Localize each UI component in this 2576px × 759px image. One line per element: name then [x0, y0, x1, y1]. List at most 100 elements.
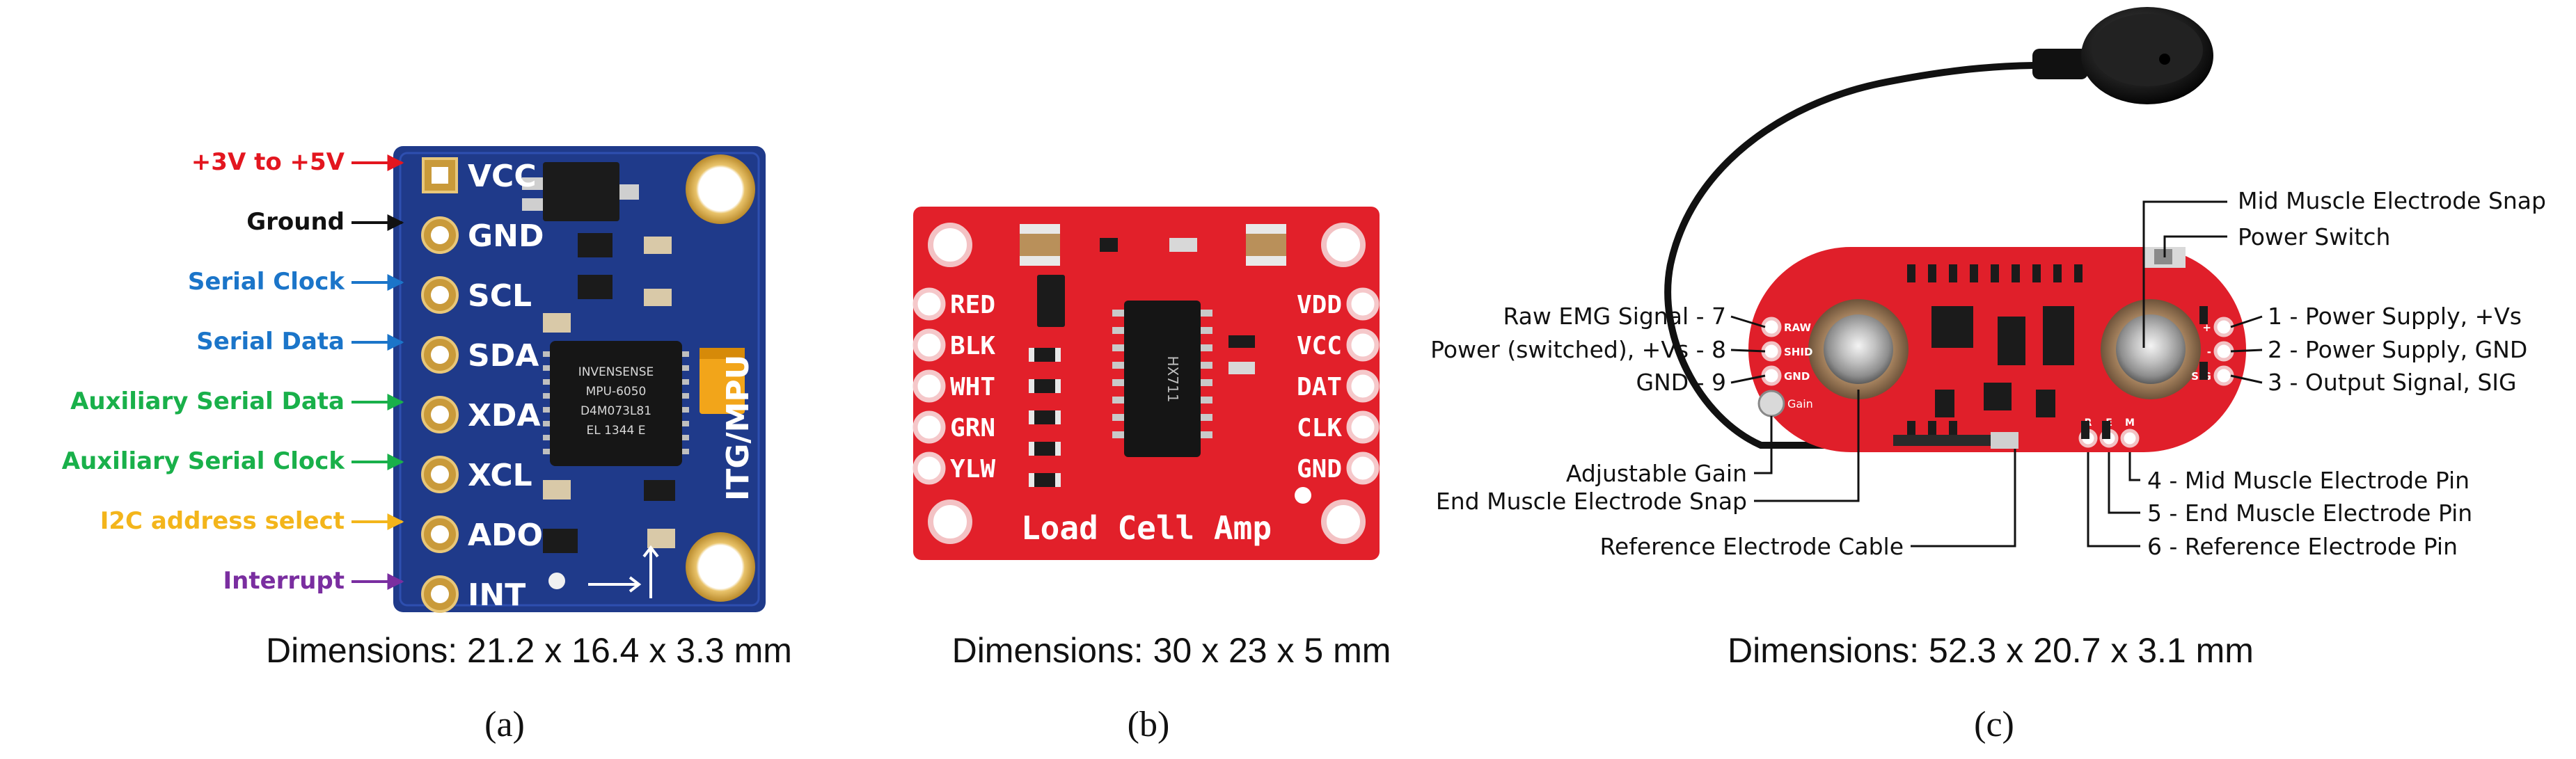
- pin-pad: [912, 287, 946, 321]
- pin-pad: [912, 328, 946, 362]
- label-end-muscle-electrode-pin: 5 - End Muscle Electrode Pin: [2147, 500, 2472, 527]
- label-power-switch: Power Switch: [2238, 223, 2390, 250]
- emg-pin-label: 3 - Output Signal, SIG: [2268, 369, 2517, 396]
- emg-left-pins: RAW SHID GND: [1761, 317, 1812, 386]
- chip-text-1: INVENSENSE: [578, 365, 654, 379]
- pin-name: BLK: [950, 332, 995, 360]
- label-reference-electrode-pin: 6 - Reference Electrode Pin: [2147, 533, 2458, 560]
- pin-name: RAW: [1784, 321, 1811, 334]
- pin-function-label: Auxiliary Serial Clock: [62, 447, 346, 475]
- axis-indicator: [588, 545, 659, 598]
- pin-pad: [1346, 369, 1380, 403]
- emg-pin-label: 2 - Power Supply, GND: [2268, 336, 2527, 363]
- mpu-pin-column: VCC GND SCL SDA XDA XCL ADO INT: [421, 157, 544, 613]
- pin-function-label: Serial Clock: [188, 268, 346, 296]
- panel-c-caption: (c): [1974, 705, 2014, 744]
- pin-pad: [2120, 429, 2140, 448]
- pin-name: VCC: [1297, 332, 1342, 360]
- pin-pad: [2213, 341, 2234, 362]
- panel-a-mpu6050: INVENSENSE MPU-6050 D4M073L81 EL 1344 E …: [62, 146, 792, 744]
- electrode-cable: [1664, 61, 2096, 449]
- mounting-hole: [686, 154, 755, 224]
- pin-name: GRN: [950, 414, 995, 442]
- hx711-left-pins: RED BLK WHT GRN YLW: [912, 287, 995, 485]
- label-mid-muscle-electrode-snap: Mid Muscle Electrode Snap: [2238, 187, 2546, 214]
- pin-name: GND: [1784, 370, 1810, 383]
- regulator: [543, 162, 619, 221]
- panel-b-dimensions: Dimensions: 30 x 23 x 5 mm: [952, 631, 1391, 670]
- pin-name: XDA: [468, 398, 541, 433]
- board-title: ITG/MPU: [720, 355, 756, 501]
- adjustable-gain-pot: [1757, 390, 1785, 417]
- pin-name: VCC: [468, 159, 537, 194]
- hx711-right-pins: VDD VCC DAT CLK GND: [1297, 287, 1380, 485]
- pin-name: GND: [1297, 455, 1342, 484]
- pin-function-label: +3V to +5V: [191, 148, 345, 176]
- pin-name: WHT: [950, 373, 995, 401]
- mid-muscle-electrode-snap: [2116, 314, 2186, 384]
- end-muscle-electrode-snap: [1824, 314, 1893, 384]
- leader-lines: [1730, 200, 2263, 548]
- hx711-board-title: Load Cell Amp: [1021, 509, 1272, 547]
- pin-name: XCL: [468, 458, 532, 493]
- pin-function-label: Interrupt: [223, 567, 345, 595]
- panel-b-caption: (b): [1128, 705, 1170, 744]
- panel-a-caption: (a): [484, 705, 525, 744]
- pin-name: -: [2207, 346, 2211, 358]
- pin-name: SHID: [1784, 346, 1812, 358]
- pin-function-label: Auxiliary Serial Data: [70, 388, 345, 415]
- panel-b-hx711: HX711 RED BLK WHT GRN YLW VDD VCC DAT CLK GND Lo…: [912, 207, 1391, 744]
- chip-text-2: MPU-6050: [586, 385, 647, 399]
- pin-pad: [912, 452, 946, 485]
- pin-pad: [1346, 410, 1380, 444]
- tantalum-capacitor: [700, 348, 745, 414]
- emg-left-labels: Raw EMG Signal - 7 Power (switched), +Vs …: [1430, 303, 1726, 396]
- pin-name: RED: [950, 291, 995, 319]
- pin-pad: [1761, 317, 1782, 337]
- emg-pin-label: GND - 9: [1636, 369, 1726, 396]
- pin-pad: [2213, 365, 2234, 386]
- pin-name: VDD: [1297, 291, 1342, 319]
- pin-name: YLW: [950, 455, 995, 484]
- emg-board: [1748, 247, 2246, 452]
- pin-name: CLK: [1297, 414, 1342, 442]
- pin-name: +: [2202, 321, 2211, 334]
- mounting-hole: [686, 532, 755, 602]
- pin-name: M: [2125, 417, 2135, 429]
- emg-pin-label: Power (switched), +Vs - 8: [1430, 336, 1726, 363]
- reference-electrode-cable: [1893, 435, 2018, 446]
- pin-function-label: Serial Data: [196, 328, 345, 355]
- svg-text:Gain: Gain: [1787, 397, 1813, 410]
- chip-text-3: D4M073L81: [580, 404, 651, 418]
- pin-name: DAT: [1297, 373, 1342, 401]
- label-adjustable-gain: Adjustable Gain: [1566, 460, 1747, 487]
- pin-pad: [912, 410, 946, 444]
- hx711-chip: [1124, 301, 1201, 457]
- label-end-muscle-electrode-snap: End Muscle Electrode Snap: [1436, 488, 1747, 515]
- hx711-chip-text: HX711: [1164, 356, 1181, 403]
- pin-pad: [1346, 452, 1380, 485]
- pin-name: SDA: [468, 338, 539, 374]
- emg-pin-label: 1 - Power Supply, +Vs: [2268, 303, 2522, 330]
- panel-c-dimensions: Dimensions: 52.3 x 20.7 x 3.1 mm: [1728, 631, 2254, 670]
- label-mid-muscle-electrode-pin: 4 - Mid Muscle Electrode Pin: [2147, 467, 2470, 494]
- pin-name: ADO: [468, 518, 543, 553]
- pin-pad: [1761, 365, 1782, 386]
- emg-pin-label: Raw EMG Signal - 7: [1503, 303, 1726, 330]
- panel-a-dimensions: Dimensions: 21.2 x 16.4 x 3.3 mm: [266, 631, 792, 670]
- emg-right-labels: 1 - Power Supply, +Vs 2 - Power Supply, G…: [2268, 303, 2527, 396]
- pin-name: SCL: [468, 278, 532, 314]
- pin-pad: [912, 369, 946, 403]
- pin-pad: [2213, 317, 2234, 337]
- pin-pad: [1346, 328, 1380, 362]
- chip-text-4: EL 1344 E: [586, 424, 645, 438]
- pin-function-label: Ground: [246, 208, 345, 236]
- label-reference-electrode-cable: Reference Electrode Cable: [1599, 533, 1904, 560]
- pin-name: INT: [468, 577, 526, 613]
- pin-pad: [1346, 287, 1380, 321]
- pin-name: GND: [468, 218, 544, 254]
- mpu6050-chip: [550, 341, 682, 466]
- pin-pad: [1761, 341, 1782, 362]
